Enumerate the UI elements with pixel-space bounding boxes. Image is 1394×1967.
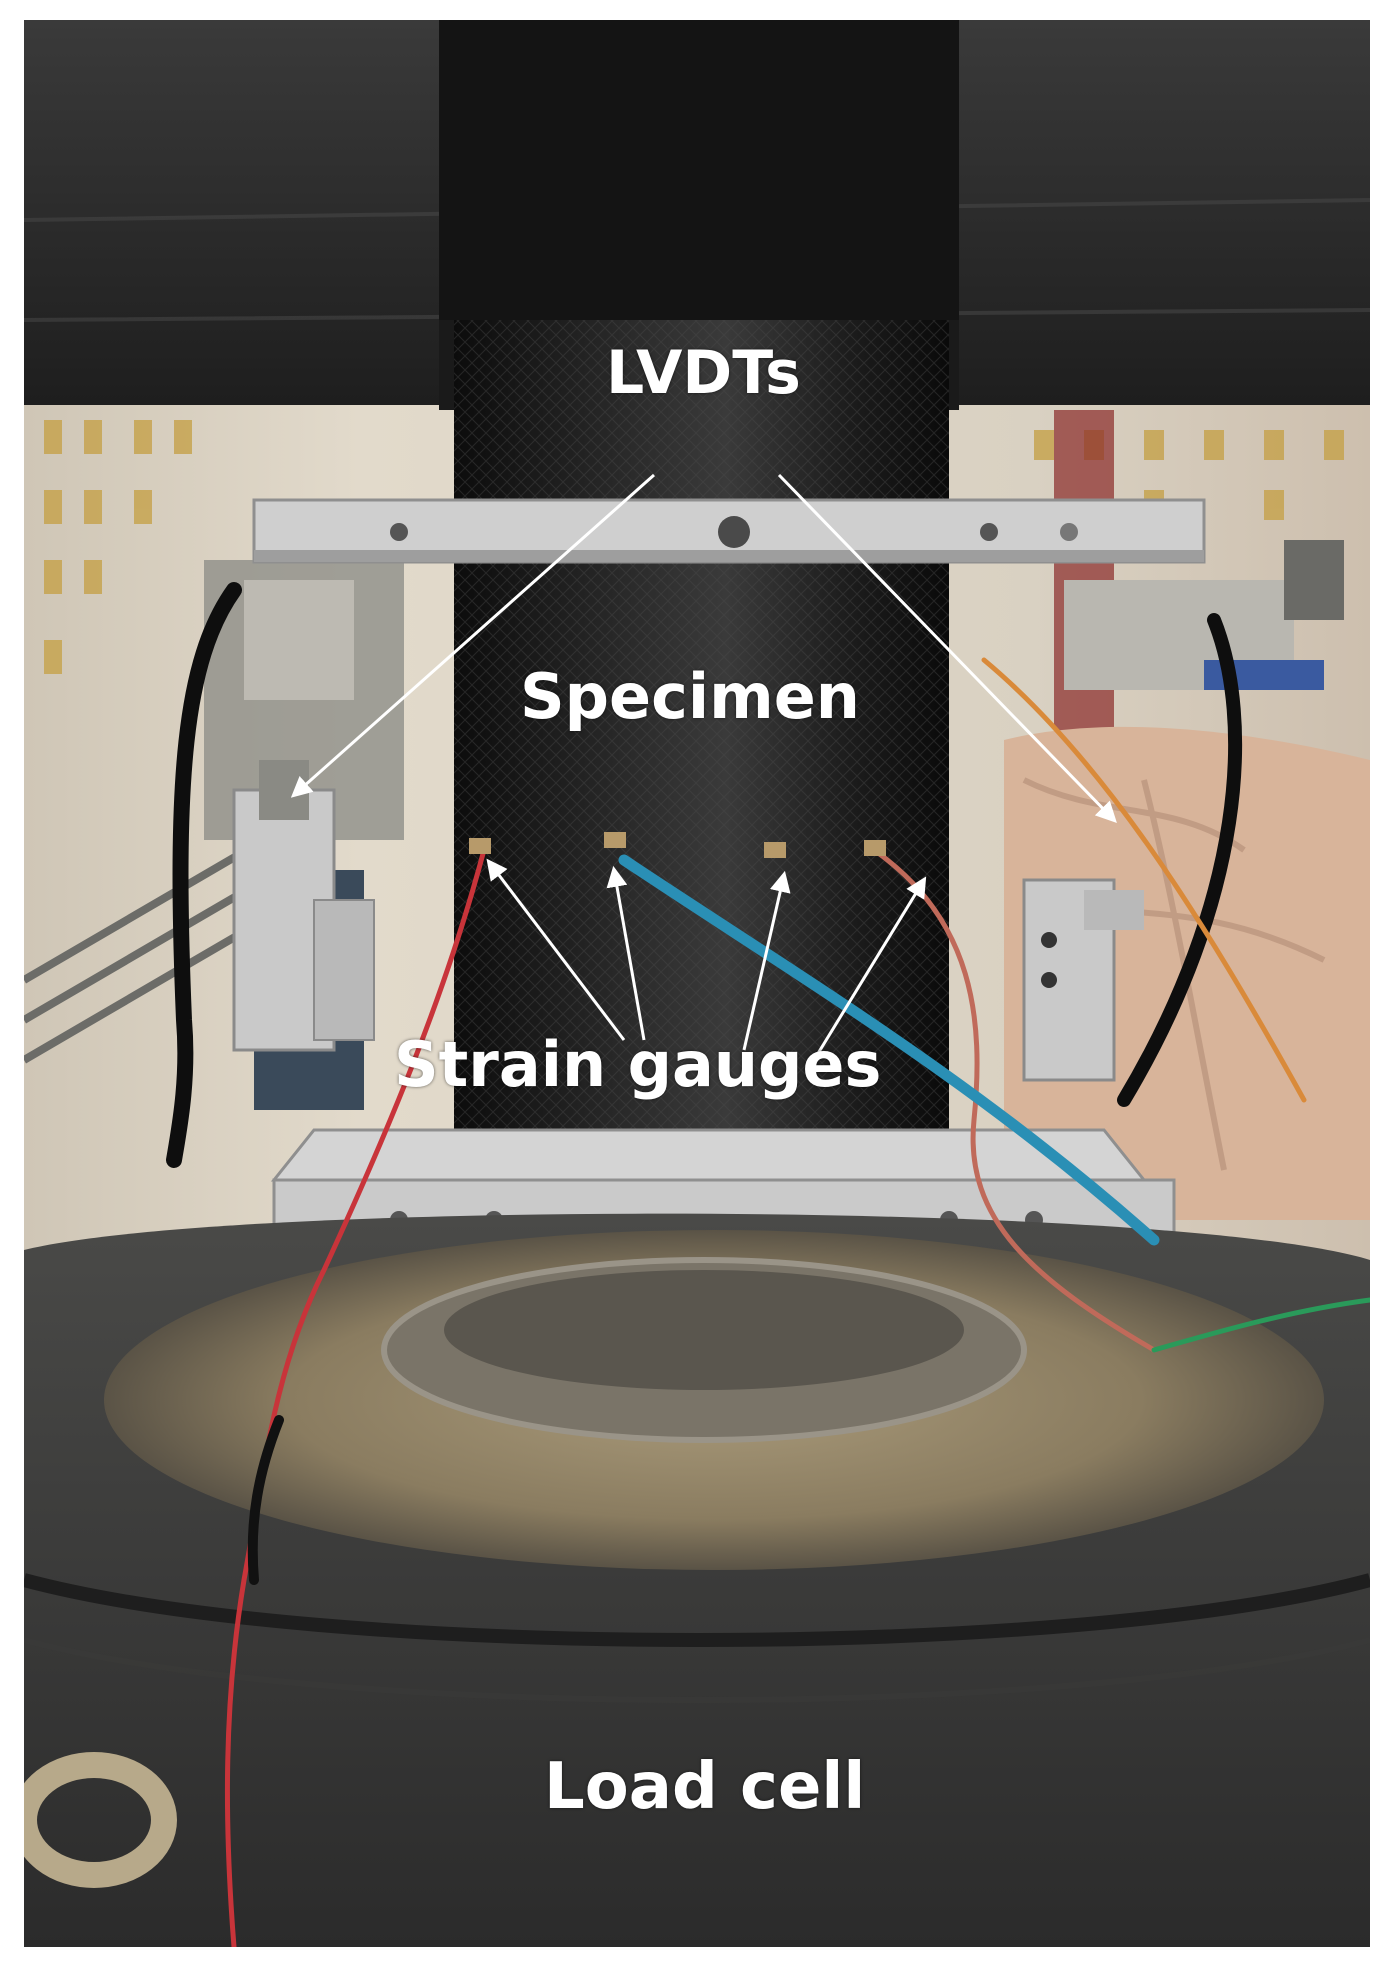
sensor-wires (166, 582, 1370, 1947)
upper-loading-column (439, 20, 959, 320)
lifting-eye-bolt (24, 1752, 177, 1888)
lvdt-holder-left (232, 760, 375, 1052)
right-machinery (1064, 540, 1344, 690)
lvdt-holder-right (1022, 878, 1144, 1082)
upper-lvdt-frame (252, 498, 1206, 564)
lvdt-arrows (290, 473, 1117, 824)
lvdts-label: LVDTs (606, 338, 801, 408)
strain-gauge-pads (469, 832, 886, 858)
photo-frame: LVDTs Specimen Strain gauges Load cell (24, 20, 1370, 1947)
strain-gauge-arrows (486, 858, 927, 1061)
load-cell-label: Load cell (544, 1750, 866, 1824)
test-setup-photo (24, 20, 1370, 1947)
strain-gauges-label: Strain gauges (394, 1028, 882, 1101)
specimen-label: Specimen (520, 660, 860, 733)
